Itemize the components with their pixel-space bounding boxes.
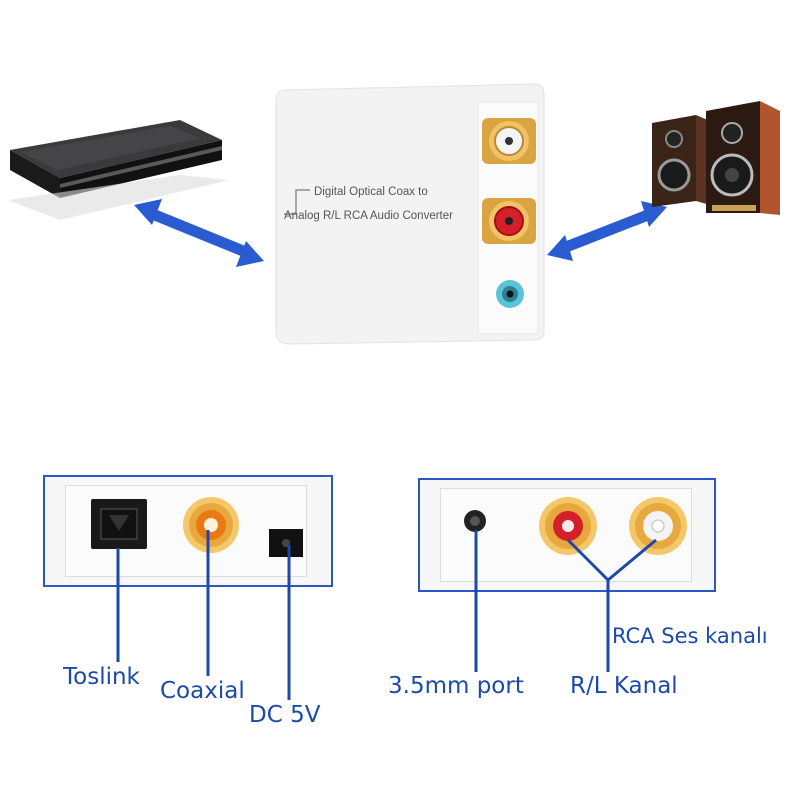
rca-white-port-icon <box>629 497 687 555</box>
coaxial-label: Coaxial <box>160 678 245 704</box>
rca-channels-label: R/L Kanal <box>570 673 678 699</box>
converter-box: Digital Optical Coax to Analog R/L RCA A… <box>262 82 545 345</box>
aux-port-icon <box>464 510 486 532</box>
toslink-port-icon <box>91 499 147 549</box>
aux-label: 3.5mm port <box>388 673 524 699</box>
dvd-player-image <box>8 120 230 220</box>
rca-red-jack-icon <box>482 198 536 244</box>
rca-red-port-icon <box>539 497 597 555</box>
toslink-label: Toslink <box>63 664 140 690</box>
device-label-line2: Analog R/L RCA Audio Converter <box>284 210 453 222</box>
device-label-line1: Digital Optical Coax to <box>314 186 428 198</box>
coaxial-port-icon <box>183 497 239 553</box>
left-double-arrow <box>134 199 264 267</box>
aux-jack-icon <box>496 280 524 308</box>
input-panel <box>43 475 333 587</box>
right-double-arrow <box>547 201 667 261</box>
output-panel <box>418 478 716 592</box>
speakers-image <box>652 101 780 215</box>
dc-label: DC 5V <box>249 702 321 728</box>
rca-white-jack-icon <box>482 118 536 164</box>
rca-title-label: RCA Ses kanalı <box>612 624 768 648</box>
